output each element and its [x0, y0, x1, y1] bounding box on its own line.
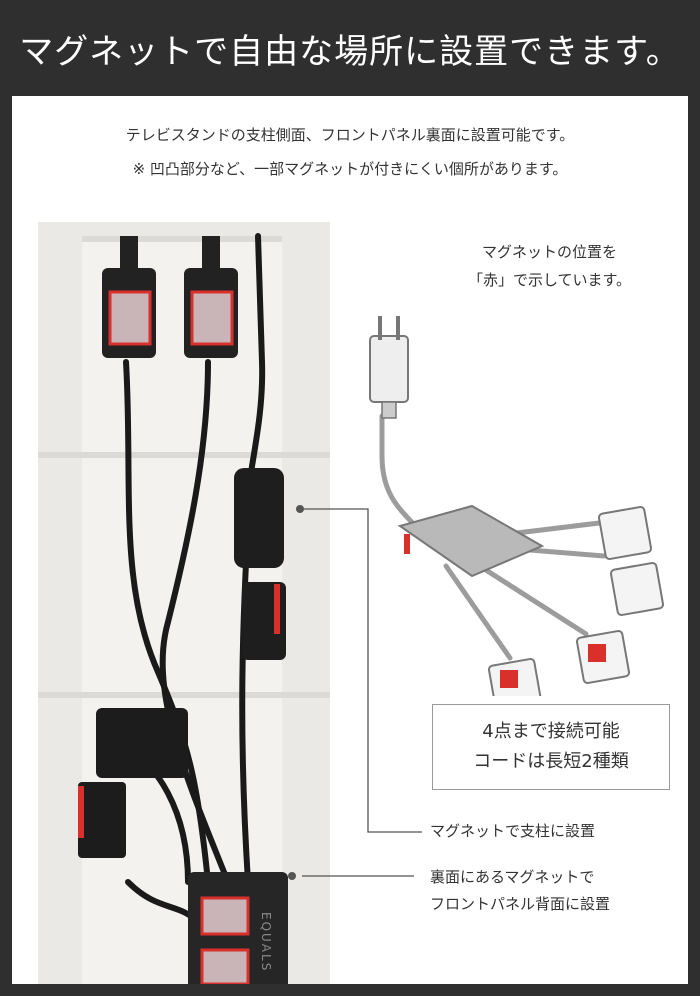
note-line-2: 「赤」で示しています。 — [468, 271, 632, 289]
intro-line-2: ※ 凹凸部分など、一部マグネットが付きにくい個所があります。 — [132, 160, 568, 178]
spec-line-1: 4点まで接続可能 — [482, 721, 620, 742]
spec-line-2: コードは長短2種類 — [473, 751, 629, 772]
content-panel: テレビスタンドの支柱側面、フロントパネル裏面に設置可能です。 ※ 凹凸部分など、… — [12, 96, 688, 984]
brand-label: EQUALS — [259, 912, 273, 972]
callout-line-1: 裏面にあるマグネットで — [430, 868, 595, 886]
callout-line-2: フロントパネル背面に設置 — [430, 895, 611, 913]
spec-box: 4点まで接続可能 コードは長短2種類 — [432, 704, 670, 790]
product-photo: EQUALS — [38, 222, 330, 984]
leader-lines — [288, 505, 422, 880]
page-title: マグネットで自由な場所に設置できます。 — [0, 0, 700, 96]
cable-illustration — [342, 216, 688, 696]
note-line-1: マグネットの位置を — [482, 243, 618, 261]
callout-pole: マグネットで支柱に設置 — [430, 822, 596, 840]
illustration-note: マグネットの位置を 「赤」で示しています。 — [468, 238, 631, 294]
callout-front-panel: 裏面にあるマグネットで フロントパネル背面に設置 — [430, 864, 610, 918]
intro-line-1: テレビスタンドの支柱側面、フロントパネル裏面に設置可能です。 — [125, 126, 575, 144]
